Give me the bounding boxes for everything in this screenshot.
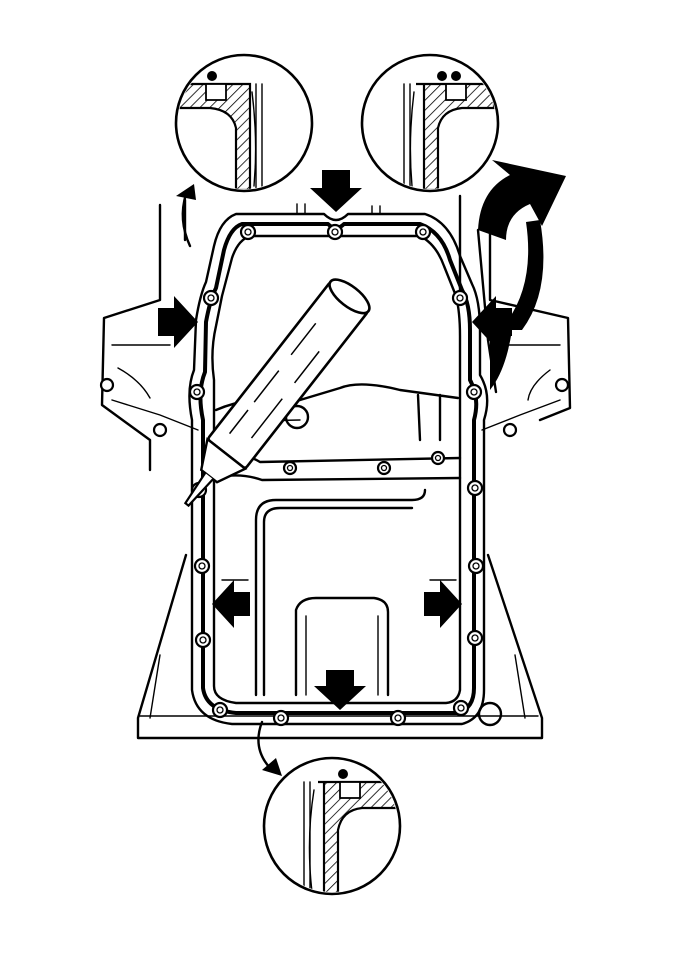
block-bolt-left (99, 377, 168, 438)
sealant-bead-icon (451, 71, 461, 81)
bolt-hole-icon (194, 631, 212, 649)
bolt-hole-icon (202, 289, 220, 307)
bolt-hole-icon (430, 450, 446, 466)
press-arrow-icon (212, 580, 250, 628)
bolt-hole-icon (326, 223, 344, 241)
bolt-hole-icon (451, 289, 469, 307)
callout-arrows (176, 160, 566, 776)
bolt-hole-icon (188, 383, 206, 401)
sealant-bead-icon (207, 71, 217, 81)
bolt-hole-icon (414, 223, 432, 241)
bolt-hole-icon (466, 479, 484, 497)
callout-arrow-icon (257, 720, 282, 776)
bolt-hole-icon (239, 223, 257, 241)
press-arrow-icon (424, 580, 462, 628)
detail-top-right (360, 53, 500, 193)
bolt-hole-icon (466, 629, 484, 647)
bolt-hole-icon (467, 557, 485, 575)
engine-block (99, 194, 572, 740)
block-bolt-right (502, 377, 570, 438)
bolt-hole-icon (452, 699, 470, 717)
flange-bolts (188, 223, 485, 727)
press-arrow-icon (158, 296, 198, 348)
sealant-bead-icon (437, 71, 447, 81)
press-arrow-icon (314, 670, 366, 710)
press-arrow-icon (310, 170, 362, 212)
callout-arrow-icon (476, 160, 566, 394)
detail-top-left (174, 53, 314, 193)
bolt-hole-icon (376, 460, 392, 476)
bolt-hole-icon (211, 701, 229, 719)
detail-bottom (262, 756, 402, 896)
sealant-bead-icon (338, 769, 348, 779)
bolt-hole-icon (465, 383, 483, 401)
sealant-tube-icon (183, 278, 371, 508)
bolt-hole-icon (389, 709, 407, 727)
bolt-hole-icon (272, 709, 290, 727)
callout-arrow-icon (176, 184, 196, 248)
bolt-hole-icon (282, 460, 298, 476)
bolt-hole-icon (193, 557, 211, 575)
